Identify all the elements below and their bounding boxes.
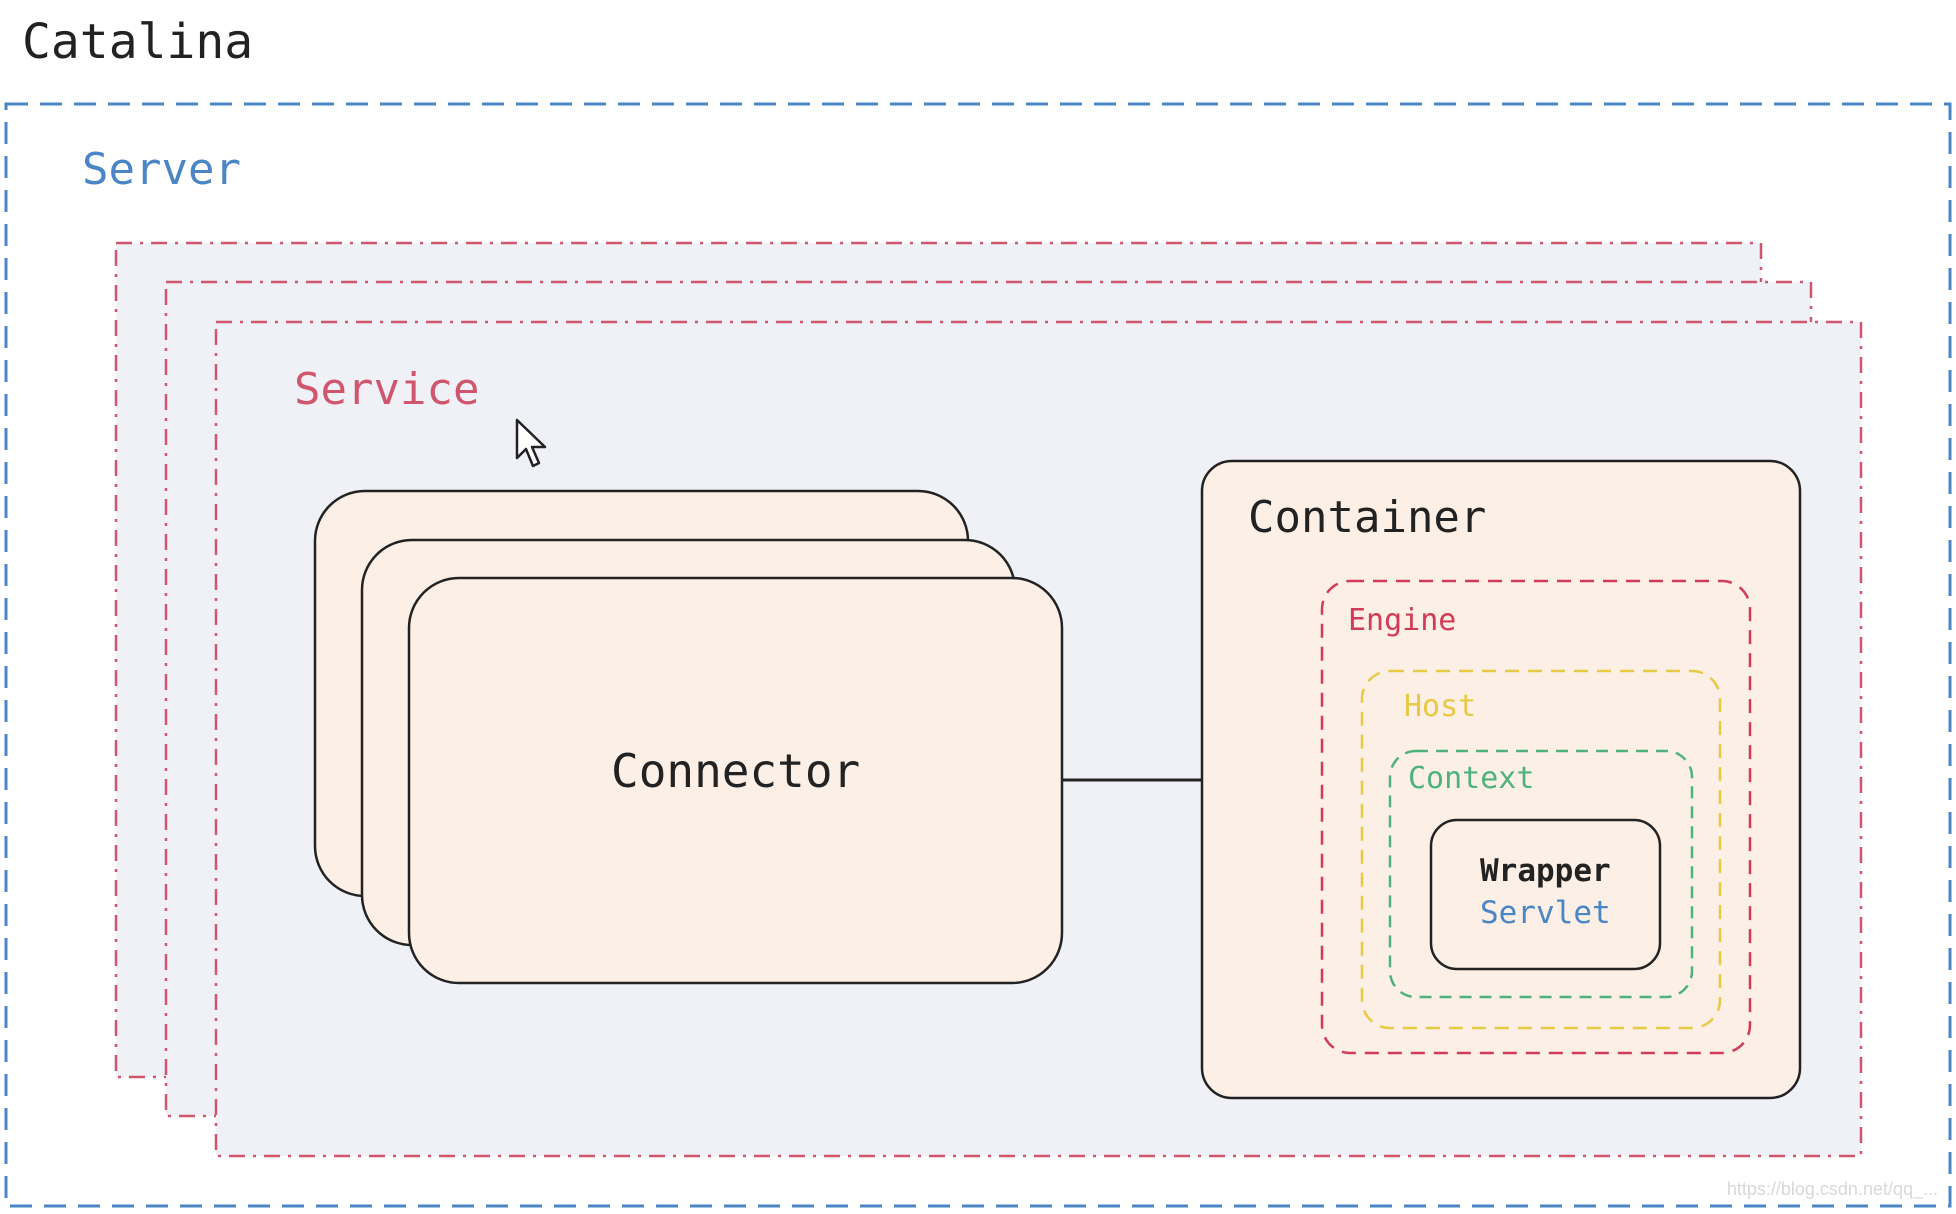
engine-boundary	[1320, 579, 1752, 1055]
context-boundary	[1388, 749, 1694, 999]
host-boundary	[1360, 669, 1722, 1030]
wrapper-label: Wrapper	[1480, 853, 1611, 889]
server-label: Server	[82, 144, 241, 195]
mouse-pointer-icon	[515, 418, 547, 468]
wrapper-box	[1429, 818, 1662, 971]
connector-label: Connector	[611, 744, 861, 798]
watermark-text: https://blog.csdn.net/qq_...	[1726, 1179, 1938, 1199]
container-label: Container	[1248, 492, 1487, 543]
host-label: Host	[1404, 689, 1477, 724]
service-label: Service	[294, 364, 480, 415]
engine-label: Engine	[1348, 603, 1457, 638]
servlet-label: Servlet	[1480, 895, 1611, 931]
catalina-title: Catalina	[22, 14, 254, 70]
context-label: Context	[1408, 761, 1535, 796]
